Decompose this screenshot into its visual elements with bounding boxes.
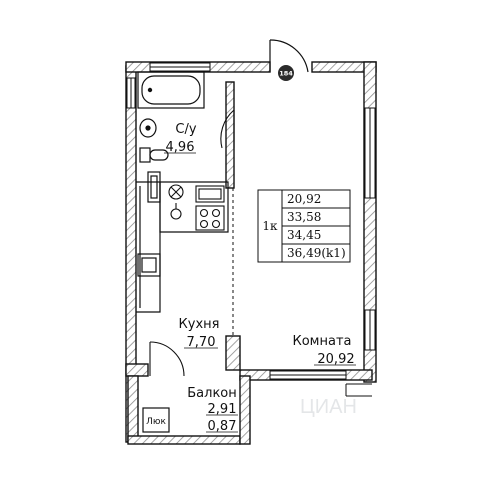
room-label-kitchen: Кухня 7,70 <box>179 317 220 350</box>
gas-valve-icon <box>168 184 184 200</box>
hatch-box: Люк <box>142 407 170 433</box>
room-name: Кухня <box>179 317 220 332</box>
watermark: ЦИАН <box>300 396 357 418</box>
balcony-railing <box>345 379 372 397</box>
room-name: Балкон <box>187 386 237 401</box>
room-label-bathroom: С/у 4,96 <box>164 122 197 155</box>
unit-number-badge: 184 <box>278 65 294 81</box>
room-area: 7,70 <box>187 335 216 350</box>
room-label-living-room: Комната 20,92 <box>293 334 356 367</box>
total-area-with-balcony: 34,45 <box>287 228 321 242</box>
room-label-balcony: Балкон 2,91 0,87 <box>187 386 238 434</box>
kitchen-sink-icon <box>195 185 225 203</box>
bathtub-icon <box>137 71 205 109</box>
kitchen-faucet-icon <box>170 203 182 220</box>
svg-text:184: 184 <box>279 70 293 78</box>
balcony-door <box>149 341 185 377</box>
area-table: 1к 20,92 33,58 34,45 36,49(k1) <box>257 189 351 263</box>
room-count: 1к <box>262 219 278 233</box>
room-name: Комната <box>293 334 352 349</box>
bathroom-door <box>220 109 235 149</box>
room-area: 20,92 <box>317 352 354 367</box>
sink-icon <box>139 118 157 138</box>
room-area: 2,91 <box>208 402 237 417</box>
entrance-door <box>269 39 309 73</box>
room-area: 4,96 <box>166 140 195 155</box>
room-area-reduced: 0,87 <box>208 419 237 434</box>
toilet-icon <box>139 147 169 163</box>
total-area: 33,58 <box>287 210 321 224</box>
hatch-label: Люк <box>146 417 166 427</box>
fridge-icon <box>137 253 161 277</box>
windows <box>126 62 376 380</box>
kitchen-counter <box>136 181 229 313</box>
room-name: С/у <box>175 122 196 137</box>
washing-machine-icon <box>147 171 161 203</box>
balcony-outline <box>127 375 251 445</box>
living-area: 20,92 <box>287 192 321 206</box>
stove-icon <box>195 205 225 231</box>
total-area-k1: 36,49(k1) <box>287 246 346 260</box>
